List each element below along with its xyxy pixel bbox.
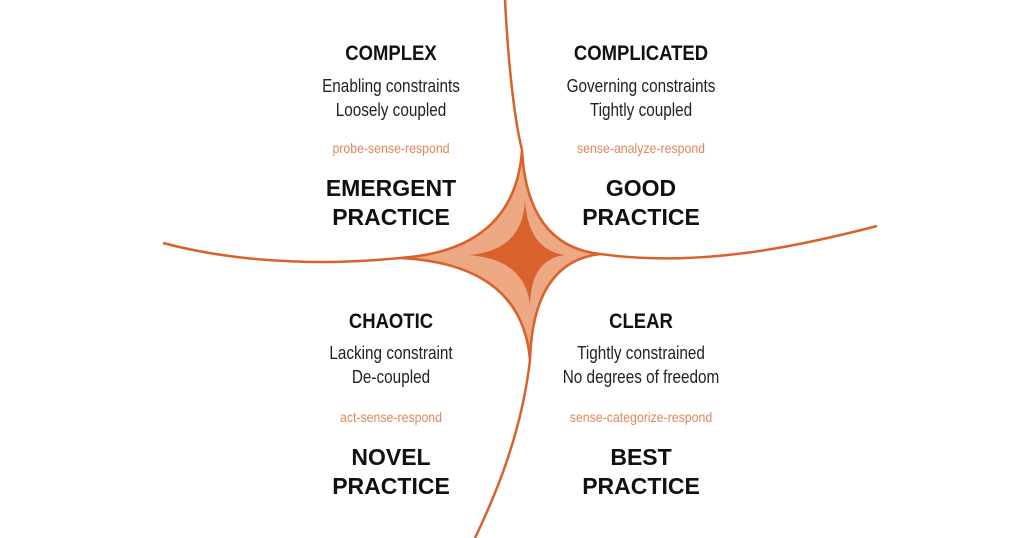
boundary-bottom xyxy=(473,359,532,538)
domain-title: COMPLICATED xyxy=(573,42,709,65)
boundary-left xyxy=(162,241,401,264)
domain-title: CHAOTIC xyxy=(348,310,434,333)
practice-line1: BEST xyxy=(610,444,672,470)
domain-line2: No degrees of freedom xyxy=(562,367,720,387)
domain-method: sense-categorize-respond xyxy=(569,409,713,425)
domain-line1: Tightly constrained xyxy=(577,343,705,363)
practice-line2: PRACTICE xyxy=(332,204,450,230)
domain-line2: De-coupled xyxy=(351,367,431,387)
domain-practice: BEST PRACTICE xyxy=(491,443,791,501)
practice-line1: NOVEL xyxy=(351,444,431,470)
domain-line1: Lacking constraint xyxy=(329,343,453,363)
domain-practice: NOVEL PRACTICE xyxy=(241,443,541,501)
domain-method: probe-sense-respond xyxy=(332,140,450,156)
practice-line2: PRACTICE xyxy=(582,473,700,499)
domain-line1: Enabling constraints xyxy=(322,76,460,96)
practice-line1: EMERGENT xyxy=(325,175,457,201)
confusion-inner-star xyxy=(468,200,565,305)
practice-line2: PRACTICE xyxy=(332,473,450,499)
practice-line2: PRACTICE xyxy=(582,204,700,230)
domain-line1: Governing constraints xyxy=(566,76,716,96)
domain-title: CLEAR xyxy=(609,310,673,333)
domain-method: act-sense-respond xyxy=(339,409,443,425)
domain-line2: Tightly coupled xyxy=(589,100,693,120)
practice-line1: GOOD xyxy=(605,175,677,201)
boundary-right xyxy=(599,224,878,260)
domain-practice: GOOD PRACTICE xyxy=(491,174,791,232)
domain-method: sense-analyze-respond xyxy=(576,140,706,156)
domain-title: COMPLEX xyxy=(345,42,437,65)
domain-practice: EMERGENT PRACTICE xyxy=(241,174,541,232)
boundary-top xyxy=(503,0,524,151)
domain-line2: Loosely coupled xyxy=(335,100,447,120)
